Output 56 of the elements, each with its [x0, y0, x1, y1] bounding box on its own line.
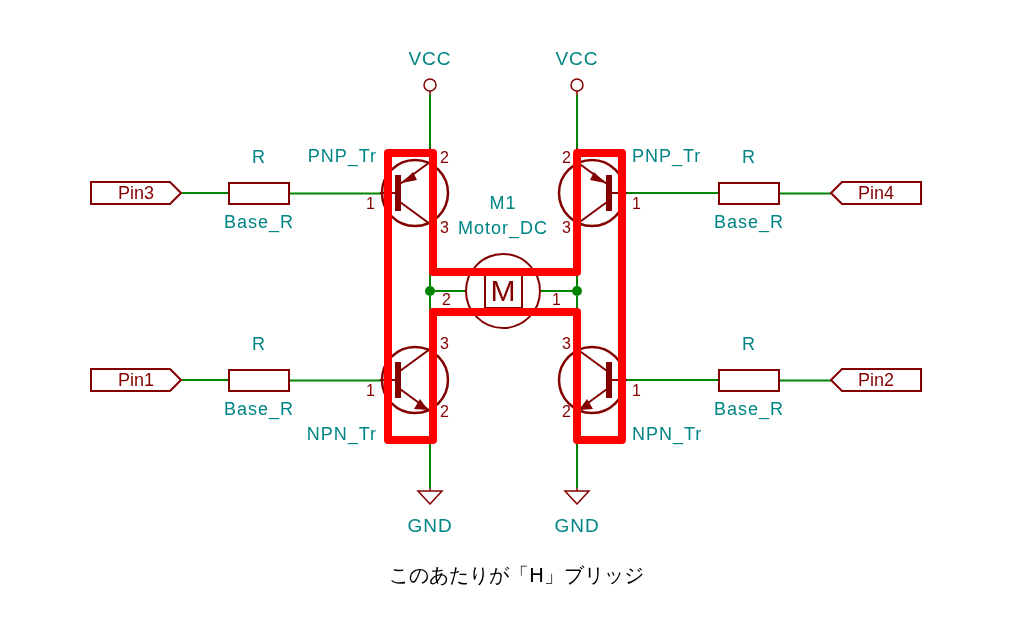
junction-dot: [572, 286, 582, 296]
wire: [289, 192, 381, 195]
wire: [434, 290, 466, 292]
component-label: Base_R: [714, 399, 784, 419]
wire: [779, 192, 831, 195]
pin-number: 1: [366, 383, 376, 399]
net-label-text: Pin3: [118, 182, 154, 204]
power-label: VCC: [408, 48, 452, 70]
pin-number: 3: [440, 220, 450, 236]
pin-number: 3: [562, 336, 572, 352]
component-label: Base_R: [224, 399, 294, 419]
caption: このあたりが「H」ブリッジ: [388, 563, 644, 587]
pin-number: 1: [552, 292, 562, 308]
wire: [626, 379, 719, 382]
pin-number: 2: [442, 292, 452, 308]
wire: [181, 379, 229, 382]
pin-number: 1: [366, 196, 376, 212]
component-label: NPN_Tr: [306, 424, 377, 444]
pin-number: 2: [440, 404, 450, 420]
ground-label: GND: [407, 515, 453, 537]
wire: [429, 94, 431, 149]
component-label: R: [742, 334, 756, 354]
net-label-text: Pin4: [858, 182, 894, 204]
component-label: NPN_Tr: [632, 424, 703, 444]
component-label: Base_R: [224, 212, 294, 232]
resistor-symbol: [718, 369, 780, 392]
net-label-text: Pin1: [118, 369, 154, 391]
component-label: PNP_Tr: [307, 146, 377, 166]
junction-dot: [425, 286, 435, 296]
component-label: R: [252, 147, 266, 167]
pin-number: 1: [632, 383, 642, 399]
component-label: Motor_DC: [458, 218, 548, 238]
ground-label: GND: [554, 515, 600, 537]
wire: [540, 290, 573, 292]
component-label: R: [252, 334, 266, 354]
pin-number: 1: [632, 196, 642, 212]
net-label-text: Pin2: [858, 369, 894, 391]
component-label: Base_R: [714, 212, 784, 232]
wire: [779, 379, 831, 382]
resistor-symbol: [718, 182, 780, 205]
resistor-symbol: [228, 369, 290, 392]
motor-glyph: M: [483, 273, 523, 309]
resistor-symbol: [228, 182, 290, 205]
wire: [289, 379, 381, 382]
pin-number: 2: [562, 404, 572, 420]
wire: [576, 94, 578, 149]
pin-number: 2: [440, 150, 450, 166]
wire: [181, 192, 229, 195]
component-label: PNP_Tr: [632, 146, 702, 166]
power-label: VCC: [555, 48, 599, 70]
pin-number: 2: [562, 150, 572, 166]
component-label: M1: [489, 193, 517, 213]
pin-number: 3: [562, 220, 572, 236]
component-label: R: [742, 147, 756, 167]
pin-number: 3: [440, 336, 450, 352]
wire: [626, 192, 719, 195]
